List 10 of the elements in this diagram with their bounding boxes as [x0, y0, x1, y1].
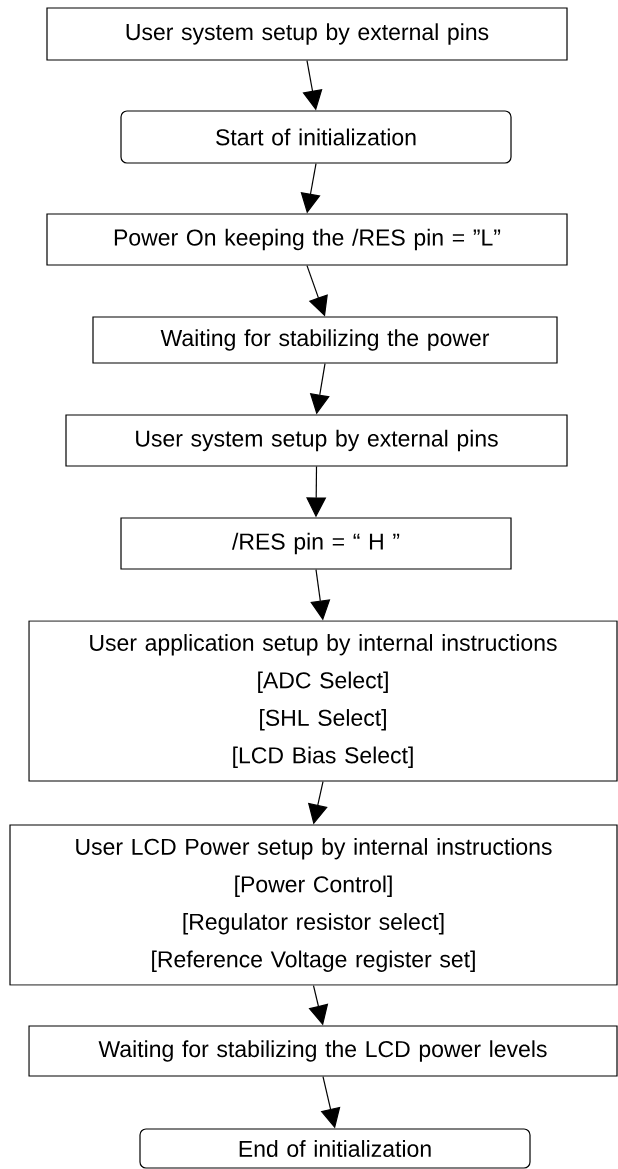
terminal-box: Start of initialization [120, 110, 512, 164]
process-box: Waiting for stabilizing the LCD power levels [28, 1025, 618, 1077]
process-box: Waiting for stabilizing the power [92, 316, 558, 364]
process-box: User system setup by external pins [46, 7, 568, 61]
process-box: /RES pin = “ H ” [120, 517, 512, 570]
process-box: User application setup by internal instructions [ADC Select] [SHL Select] [LCD Bias Select] [28, 620, 618, 782]
process-box: User system setup by external pins [65, 414, 568, 467]
process-box: User LCD Power setup by internal instructions [Power Control] [Regulator resistor select] [Reference Voltage register set] [9, 824, 618, 986]
process-box: Power On keeping the /RES pin = ”L” [46, 213, 568, 266]
terminal-box: End of initialization [139, 1128, 531, 1169]
